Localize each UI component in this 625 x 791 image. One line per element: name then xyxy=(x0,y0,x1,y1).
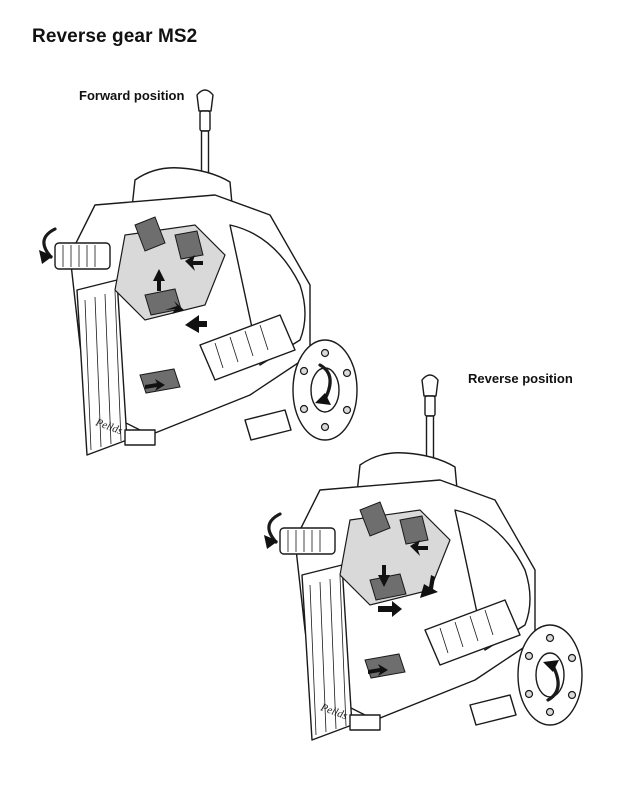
page-title: Reverse gear MS2 xyxy=(32,26,198,47)
reverse-rotation-arrows xyxy=(264,512,560,702)
forward-gearbox-body: Pellds xyxy=(54,89,358,456)
forward-gearbox-drawing: Pellds xyxy=(39,89,358,456)
forward-position-label: Forward position xyxy=(79,88,185,103)
reverse-position-label: Reverse position xyxy=(468,371,573,386)
forward-gearbox-illustration: Pellds xyxy=(25,85,370,475)
reverse-gearbox-body: Pellds xyxy=(279,374,583,741)
reverse-gearbox-drawing: Pellds xyxy=(264,374,583,741)
forward-rotation-arrows xyxy=(39,227,332,405)
reverse-gearbox-illustration: Pellds xyxy=(250,370,595,760)
